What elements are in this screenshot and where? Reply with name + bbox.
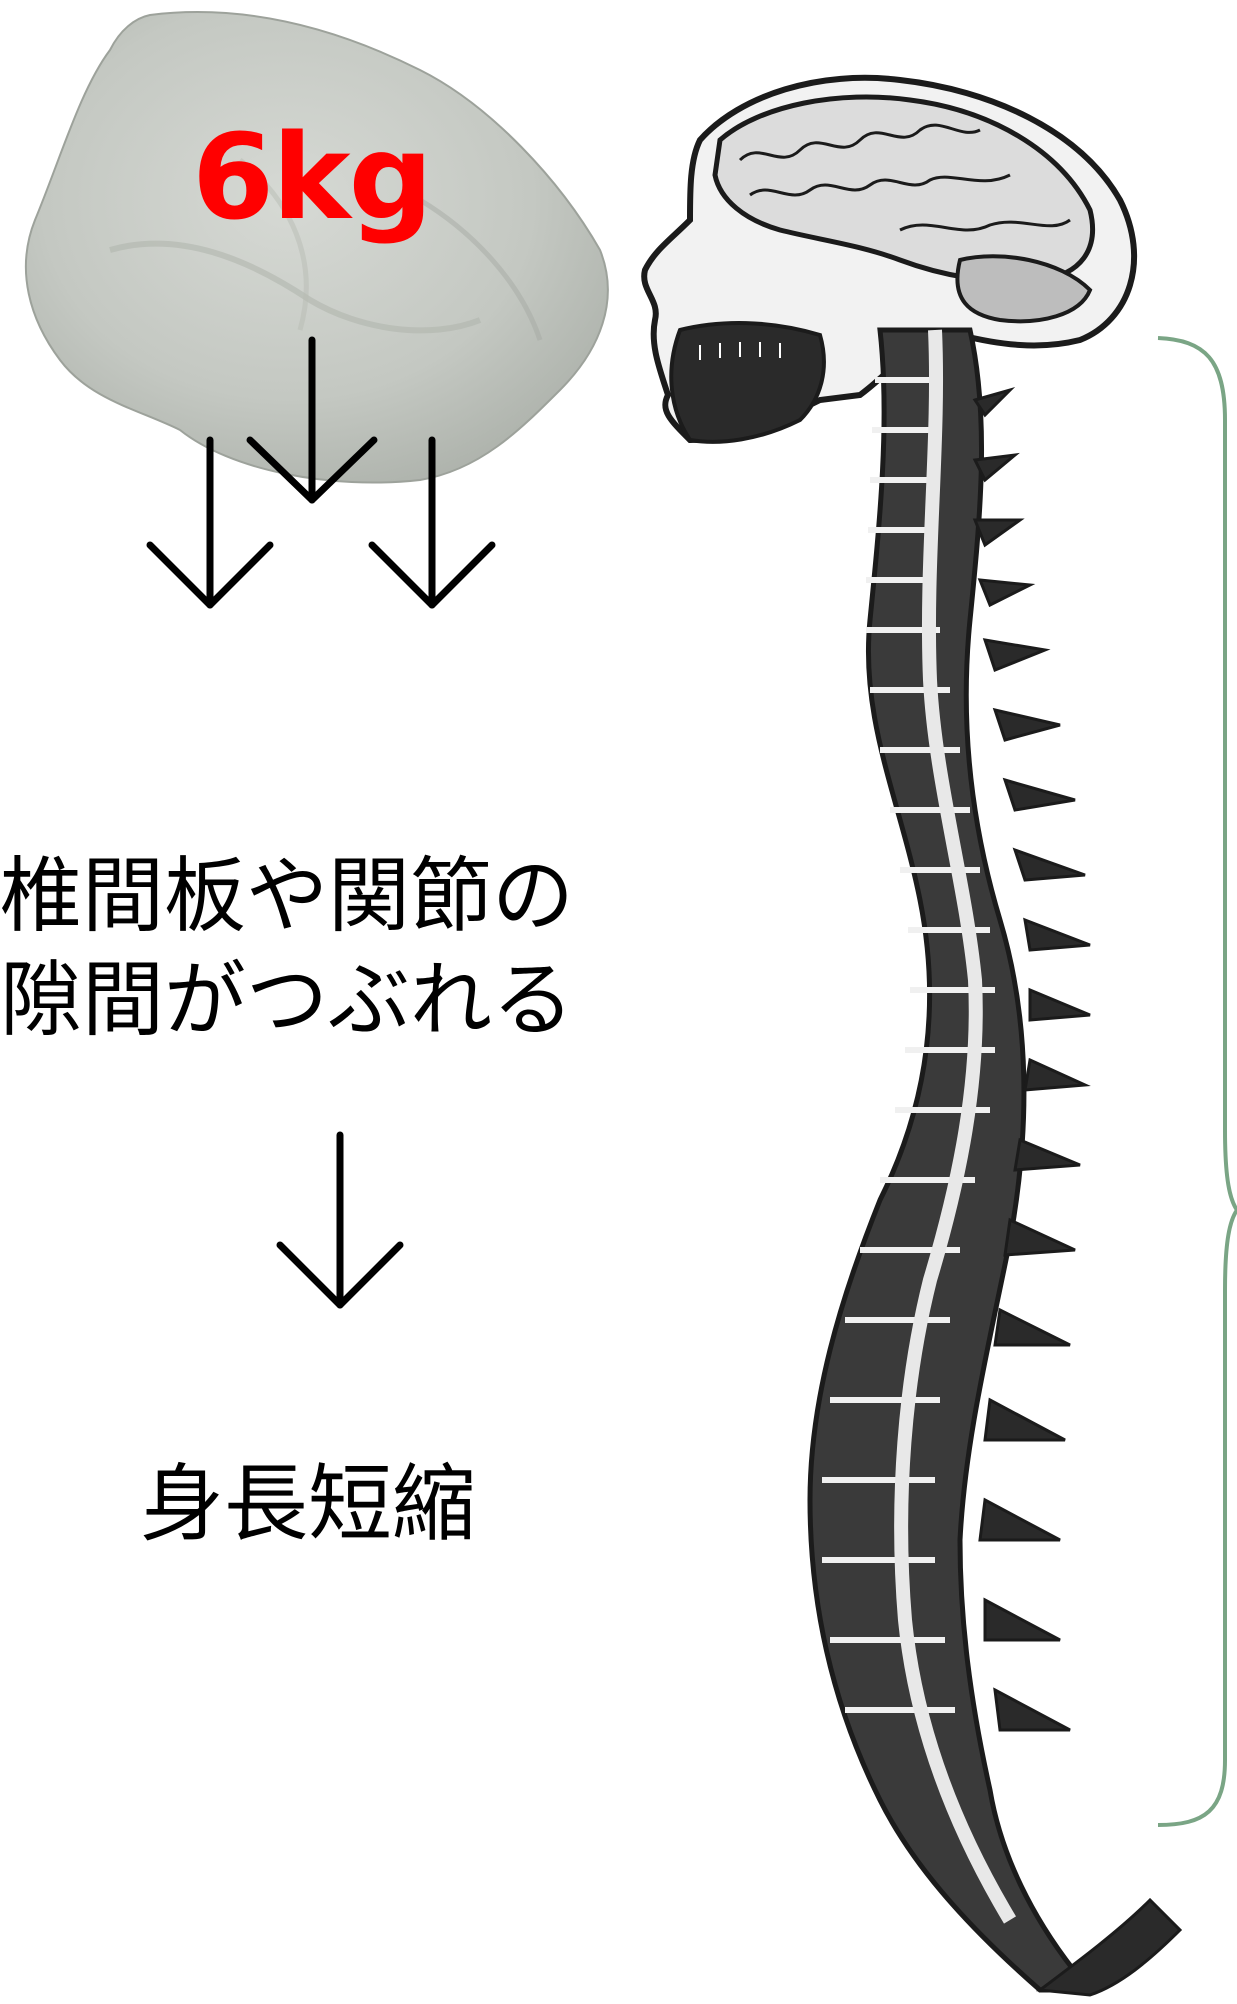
diagram-canvas: 6kg 椎間板や関節の 隙間がつぶれる 身長短縮 [0, 0, 1237, 2004]
curly-brace-icon [0, 0, 1237, 2004]
